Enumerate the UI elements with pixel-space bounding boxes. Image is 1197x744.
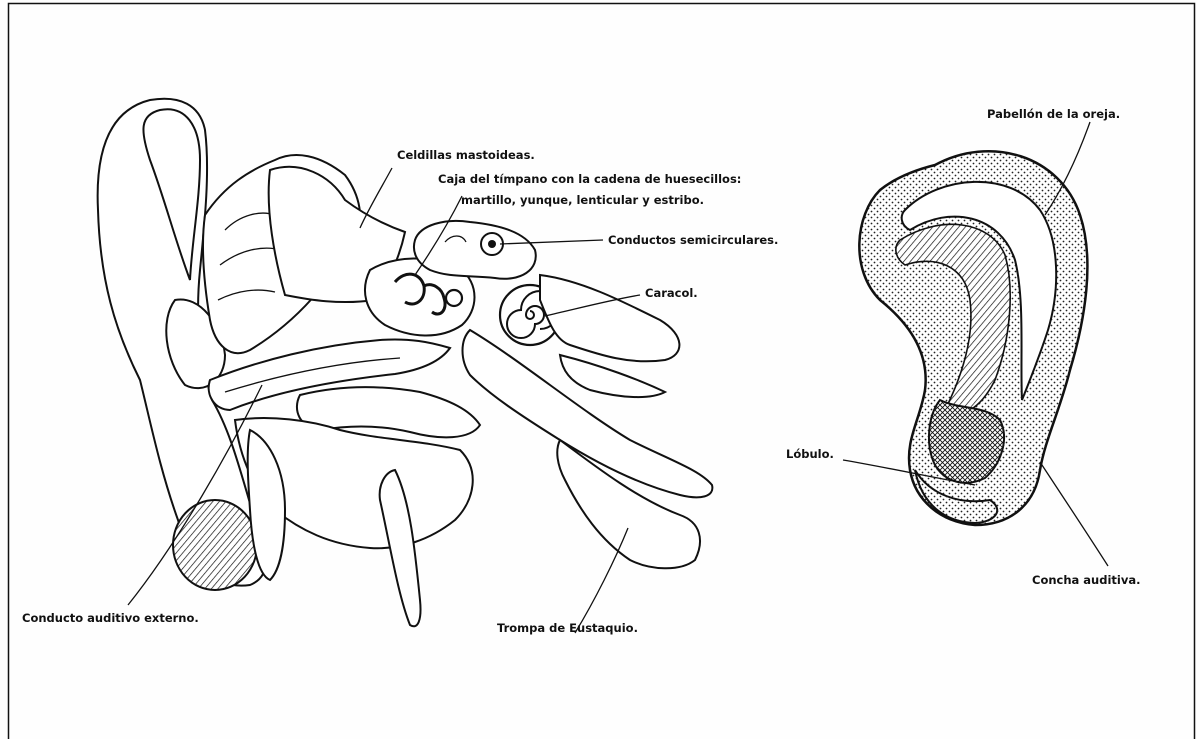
label-concha: Concha auditiva. [1032, 573, 1140, 587]
label-tympanic-cavity-line1: Caja del tímpano con la cadena de huesec… [438, 172, 741, 186]
label-lobule: Lóbulo. [786, 447, 834, 461]
label-semicircular-canals: Conductos semicirculares. [608, 233, 778, 247]
lobe-section [173, 500, 257, 590]
label-external-canal: Conducto auditivo externo. [22, 611, 199, 625]
label-tympanic-cavity-line2: martillo, yunque, lenticular y estribo. [461, 193, 704, 207]
label-eustachian-tube: Trompa de Eustaquio. [497, 621, 638, 635]
leader-concha [1040, 462, 1108, 566]
label-mastoid-cells: Celdillas mastoideas. [397, 148, 535, 162]
label-pinna: Pabellón de la oreja. [987, 107, 1120, 121]
label-cochlea: Caracol. [645, 286, 698, 300]
